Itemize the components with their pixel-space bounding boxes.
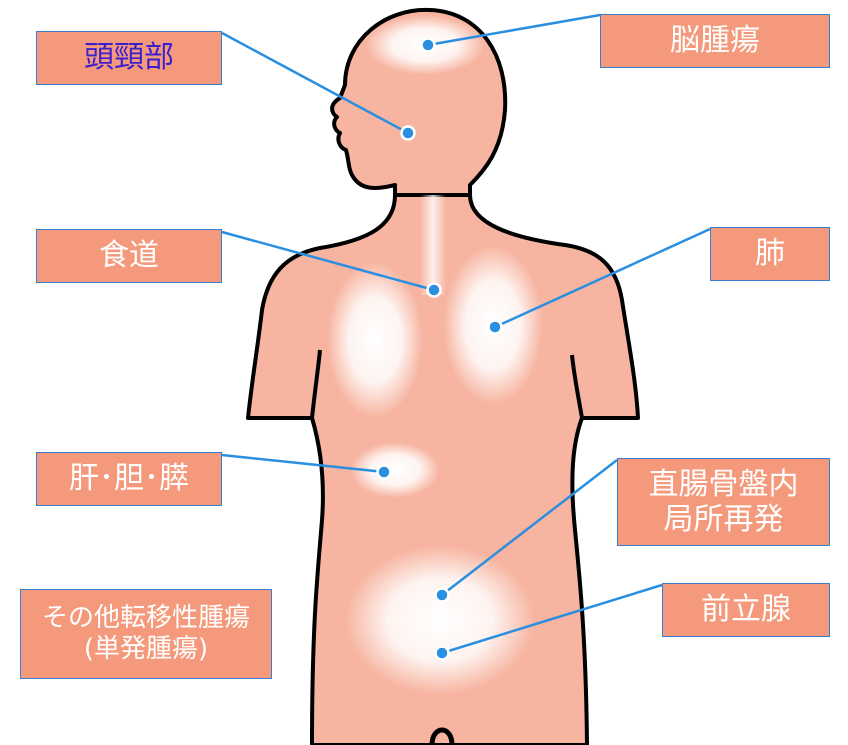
label-rectum-pelvic: 直腸骨盤内 局所再発 — [617, 458, 830, 546]
label-prostate: 前立腺 — [662, 583, 830, 637]
label-lung: 肺 — [710, 227, 830, 281]
dot-prostate — [436, 647, 449, 660]
arm-cutoff-right — [585, 421, 645, 441]
dot-lung — [489, 321, 502, 334]
arm-cutoff — [240, 421, 310, 441]
spine-region — [420, 195, 446, 295]
label-other-metastatic: その他転移性腫瘍 (単発腫瘍) — [20, 589, 272, 679]
dot-head-neck — [402, 127, 415, 140]
dot-esophagus — [428, 284, 441, 297]
label-brain-tumor: 脳腫瘍 — [600, 14, 830, 68]
label-liver-gb-pancreas: 肝･胆･膵 — [36, 452, 222, 506]
left-lung-region — [327, 262, 423, 418]
dot-liver — [378, 466, 391, 479]
label-esophagus: 食道 — [36, 229, 222, 283]
label-head-neck: 頭頸部 — [36, 31, 222, 85]
dot-brain — [422, 39, 435, 52]
pelvis-region — [345, 545, 535, 695]
dot-rectum — [436, 589, 449, 602]
